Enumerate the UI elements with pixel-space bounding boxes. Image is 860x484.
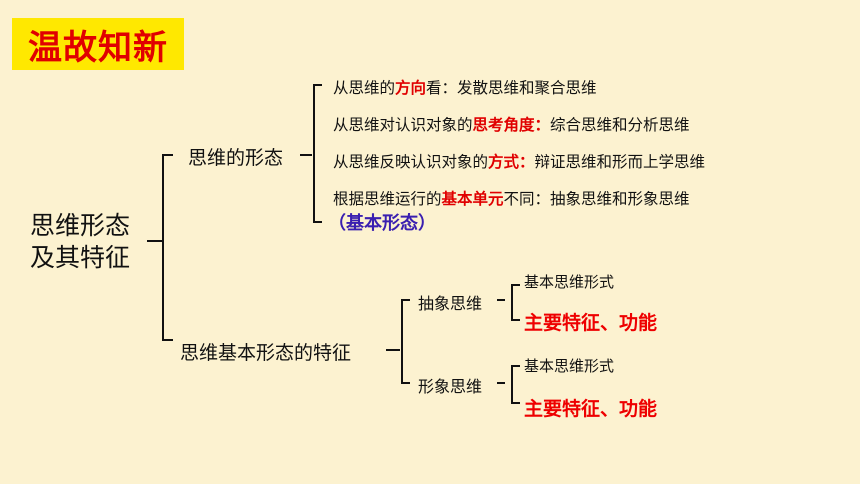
forms-item-1-prefix: 从思维的 [333, 79, 396, 97]
page-title: 温故知新 [12, 18, 184, 70]
forms-item-4: 根据思维运行的基本单元不同：抽象思维和形象思维 [333, 187, 690, 209]
forms-item-1-emphasis: 方向 [395, 79, 427, 97]
forms-item-2-emphasis: 思考角度： [472, 116, 551, 134]
abstract-bracket [511, 284, 520, 321]
image-item-2: 主要特征、功能 [524, 398, 658, 420]
basic-forms-note: （基本形态） [328, 213, 436, 234]
root-line-1: 思维形态 [30, 211, 131, 240]
forms-item-3-prefix: 从思维反映认识对象的 [333, 153, 489, 171]
forms-item-2: 从思维对认识对象的思考角度：综合思维和分析思维 [333, 113, 690, 135]
image-bracket [511, 365, 520, 404]
image-thinking-label: 形象思维 [418, 377, 483, 396]
forms-item-2-suffix: 综合思维和分析思维 [550, 116, 690, 134]
abstract-item-1: 基本思维形式 [524, 273, 615, 291]
forms-item-3-suffix: 辩证思维和形而上学思维 [534, 153, 706, 171]
features-bracket [401, 299, 410, 384]
forms-item-3-emphasis: 方式： [488, 153, 535, 171]
root-line-2: 及其特征 [30, 243, 131, 272]
branch-forms-label: 思维的形态 [188, 147, 284, 169]
abstract-item-2: 主要特征、功能 [524, 312, 658, 334]
forms-item-4-emphasis: 基本单元 [441, 190, 504, 208]
forms-item-3: 从思维反映认识对象的方式：辩证思维和形而上学思维 [333, 150, 705, 172]
main-bracket [162, 154, 173, 341]
forms-item-1: 从思维的方向看：发散思维和聚合思维 [333, 76, 597, 98]
forms-item-1-suffix: 看：发散思维和聚合思维 [426, 79, 597, 97]
forms-bracket [313, 84, 322, 223]
image-item-1: 基本思维形式 [524, 357, 615, 375]
forms-item-4-suffix: 不同：抽象思维和形象思维 [503, 190, 690, 208]
root-node: 思维形态 及其特征 [30, 210, 130, 274]
forms-item-2-prefix: 从思维对认识对象的 [333, 116, 473, 134]
branch-features-label: 思维基本形态的特征 [180, 342, 352, 364]
forms-item-4-prefix: 根据思维运行的 [333, 190, 442, 208]
abstract-thinking-label: 抽象思维 [418, 294, 483, 313]
